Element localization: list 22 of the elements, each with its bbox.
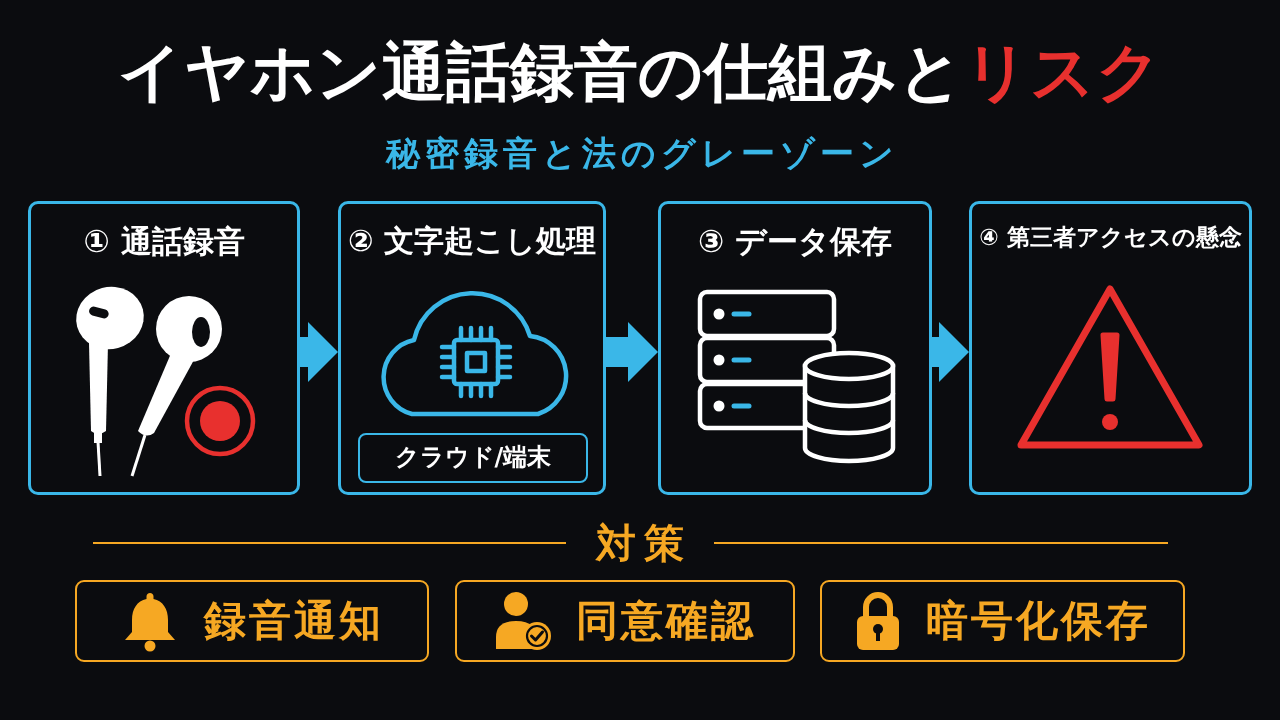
step-box [28,201,300,495]
step-box [658,201,932,495]
step-title: ③ データ保存 [698,224,892,260]
arrow [300,322,338,382]
subtitle: 秘密録音と法のグレーゾーン [384,134,899,174]
section-heading: 対策 [594,520,692,566]
countermeasure-text: 同意確認 [576,596,756,646]
countermeasure-box [75,580,429,662]
step-box [338,201,606,495]
arrow [932,322,969,382]
step-title: ④ 第三者アクセスの懸念 [979,224,1242,251]
step-title: ① 通話録音 [83,224,245,260]
step-box [969,201,1252,495]
title: イヤホン通話録音の仕組みとリスク [118,36,1162,110]
countermeasure-text: 録音通知 [204,596,384,646]
tag-text: クラウド/端末 [394,444,552,472]
step-title: ② 文字起こし処理 [348,224,596,259]
tag-box [358,433,588,483]
countermeasure-box [455,580,795,662]
countermeasure-box [820,580,1185,662]
arrow [606,322,658,382]
countermeasure-text: 暗号化保存 [926,596,1151,646]
